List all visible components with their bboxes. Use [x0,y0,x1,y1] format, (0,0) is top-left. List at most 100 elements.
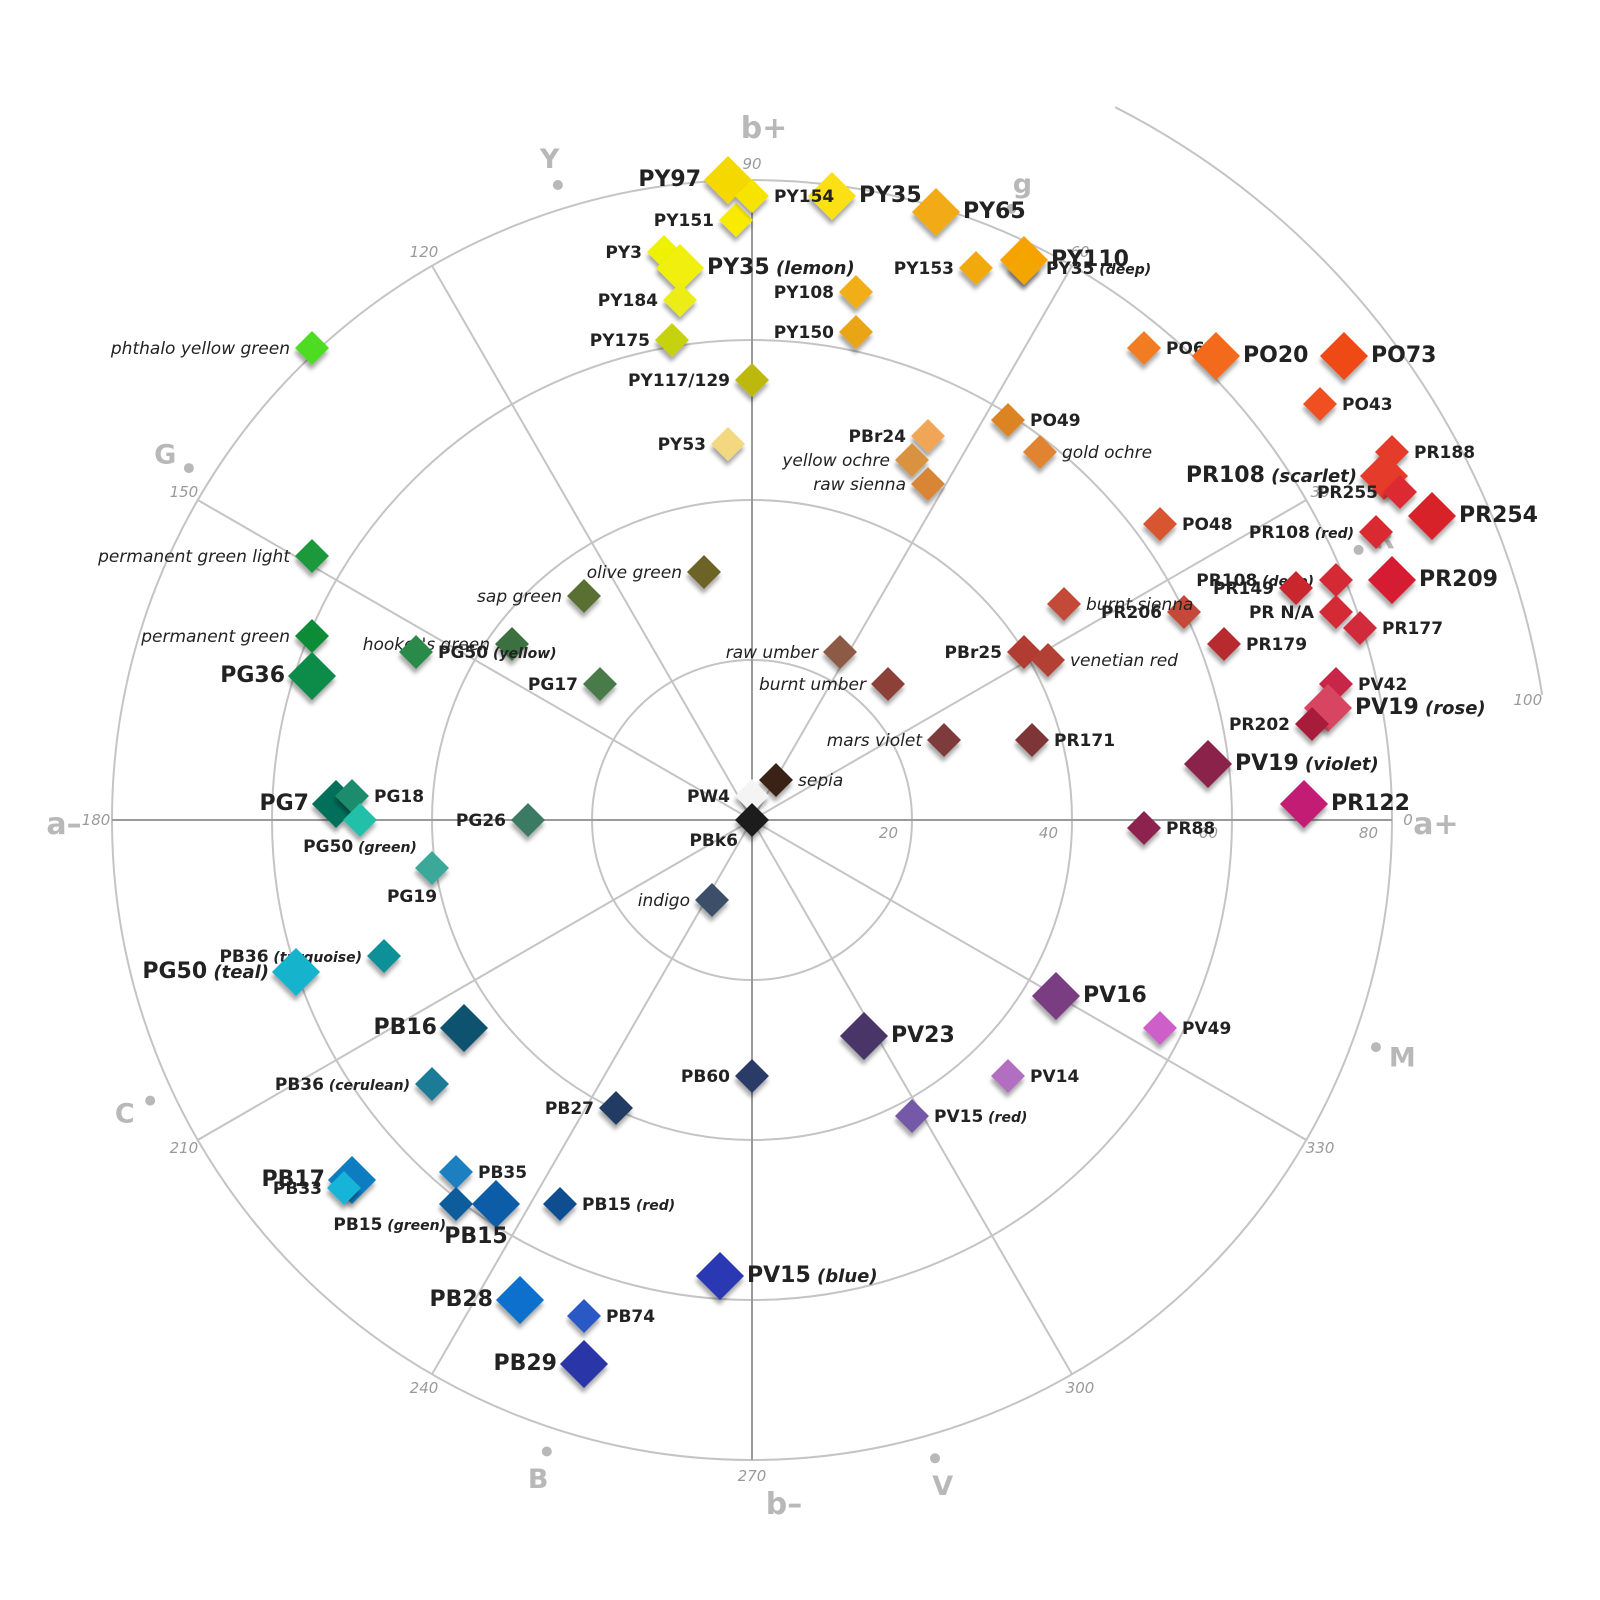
label-38: burnt sienna [1086,595,1193,615]
label-name-38: burnt sienna [1086,595,1193,615]
label-name-61: permanent green [140,627,290,647]
point-75: PV23 [839,1011,955,1061]
label-85: PB15 (red) [582,1195,675,1215]
label-name-85: PB15 [582,1195,631,1215]
label-name-75: PV23 [891,1023,955,1048]
marker-61 [295,619,329,653]
label-name-2: PY65 [963,199,1026,224]
label-name-25: PO48 [1182,515,1233,535]
label-20: PO49 [1030,411,1081,431]
ring-100 [1114,106,1544,696]
angle-tick-90: 90 [742,155,761,173]
label-name-50: PR88 [1166,819,1215,839]
label-40: venetian red [1070,651,1178,671]
label-77: PV49 [1182,1019,1231,1039]
angle-tick-180: 180 [82,811,111,829]
marker-36 [1167,595,1201,629]
label-89: PB29 [493,1351,557,1376]
point-44: PR171 [1015,723,1115,757]
label-name-67: PG19 [387,887,437,907]
label-29: PR254 [1459,503,1538,528]
label-qualifier-46: (rose) [1419,698,1486,719]
marker-15 [1007,251,1041,285]
point-55: sap green [477,579,601,613]
label-name-86: PV15 [747,1263,811,1288]
point-29: PR254 [1407,491,1538,541]
point-68: indigo [638,883,729,917]
hue-dot-Y [552,180,563,191]
marker-2 [911,187,961,237]
label-name-69: PB36 [219,947,268,967]
label-name-73: PB60 [681,1067,730,1087]
axis-label-a_minus: a– [46,807,81,842]
label-name-35: PR177 [1382,619,1443,639]
label-qualifier-27: (scarlet) [1265,466,1357,487]
marker-74 [599,1091,633,1125]
spoke-330 [751,819,1307,1141]
marker-25 [1143,507,1177,541]
point-18: PO73 [1319,331,1436,381]
marker-1 [807,171,857,221]
label-name-83: PB15 [333,1215,382,1235]
label-qualifier-85: (red) [631,1198,675,1214]
label-33: PR149 [1213,579,1274,599]
label-name-71: PB16 [373,1015,437,1040]
label-name-8: PY175 [590,331,650,351]
label-name-77: PV49 [1182,1019,1231,1039]
label-name-64: PG18 [374,787,424,807]
angle-tick-30: 30 [1311,483,1330,501]
angle-tick-120: 120 [410,243,439,261]
label-18: PO73 [1371,343,1436,368]
label-51: sepia [798,771,843,791]
point-89: PB29 [493,1339,609,1389]
marker-79 [895,1099,929,1133]
label-name-12: PY150 [774,323,834,343]
marker-30 [1359,515,1393,549]
label-55: sap green [477,587,562,607]
polar-grid [111,106,1544,1461]
label-45: PV42 [1358,675,1407,695]
point-15: PY35 (deep) [1007,251,1151,285]
marker-43 [927,723,961,757]
label-qualifier-83: (green) [382,1218,446,1234]
point-79: PV15 (red) [895,1099,1027,1133]
label-44: PR171 [1054,731,1115,751]
label-name-88: PB74 [606,1307,655,1327]
label-name-80: PB17 [261,1167,325,1192]
marker-22 [1023,435,1057,469]
label-qualifier-70: (teal) [207,962,269,983]
radial-tick-100: 100 [1514,691,1543,709]
point-40: venetian red [1031,643,1178,677]
point-70: PG50 (teal) [142,947,321,997]
label-57: PG50 (yellow) [438,643,557,663]
point-83: PB15 (green) [333,1187,473,1235]
label-name-58: PG17 [528,675,578,695]
marker-54 [687,555,721,589]
label-name-5: PY3 [605,243,642,263]
marker-66 [511,803,545,837]
label-49: PR122 [1331,791,1410,816]
marker-73 [735,1059,769,1093]
point-1: PY35 [807,171,922,221]
marker-85 [543,1187,577,1221]
label-name-22: gold ochre [1062,443,1152,463]
marker-70 [271,947,321,997]
marker-23 [895,443,929,477]
label-26: PR188 [1414,443,1475,463]
point-86: PV15 (blue) [695,1251,878,1301]
marker-76 [1031,971,1081,1021]
point-24: raw sienna [813,467,945,501]
label-name-15: PY35 [1046,259,1094,279]
point-51: sepia [759,763,843,797]
marker-35 [1343,611,1377,645]
label-30: PR108 (red) [1249,523,1354,543]
label-name-56: hooker's green [363,635,490,655]
marker-51 [759,763,793,797]
label-2: PY65 [963,199,1026,224]
marker-42 [871,667,905,701]
label-42: burnt umber [759,675,867,695]
label-name-47: PR202 [1229,715,1290,735]
marker-71 [439,1003,489,1053]
point-7: PY184 [598,283,697,317]
point-23: yellow ochre [781,443,929,477]
